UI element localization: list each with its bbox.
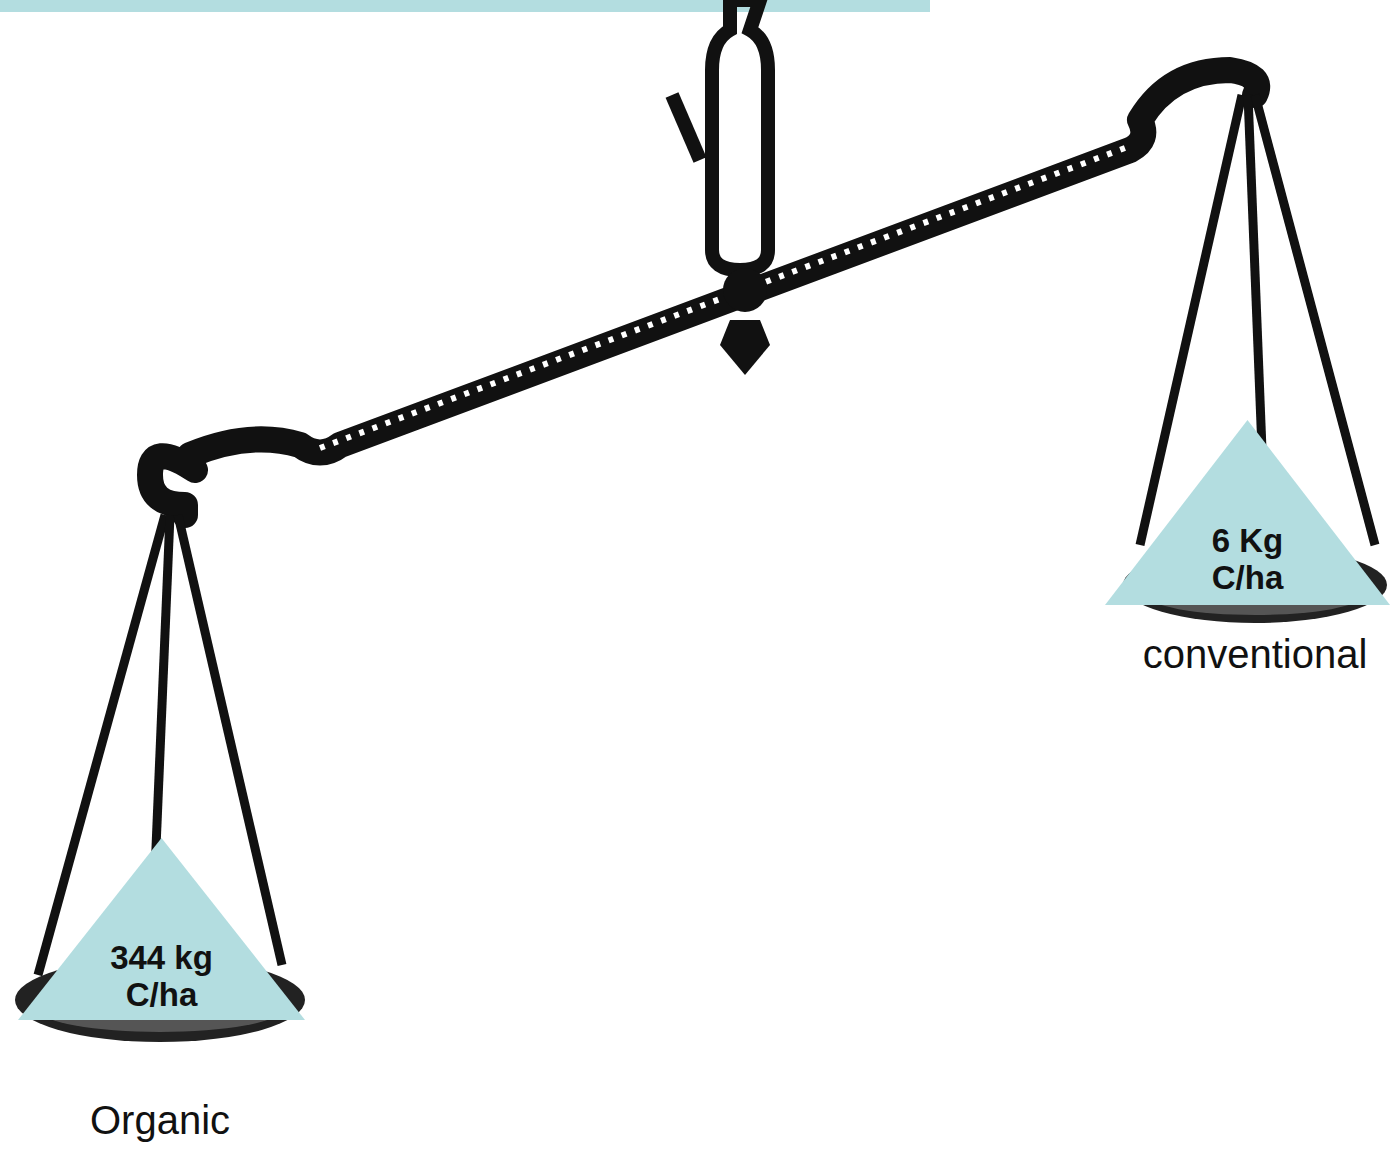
- triangle-node: 344 kg C/ha: [18, 838, 305, 1020]
- hanger: [712, 0, 768, 270]
- node-value: 6 Kg C/ha: [1173, 523, 1323, 597]
- pointer: [672, 95, 700, 160]
- pan-label: conventional: [1143, 632, 1368, 677]
- pivot: [723, 268, 767, 312]
- beam: [150, 70, 1257, 515]
- triangle-fill: [1105, 420, 1390, 605]
- title-bar: [0, 0, 930, 12]
- beam-hatching: [320, 148, 1125, 448]
- pivot-knob: [720, 320, 770, 375]
- triangle-fill: [18, 838, 305, 1020]
- pan-label: Organic: [90, 1098, 230, 1143]
- triangle-node: 6 Kg C/ha: [1105, 420, 1390, 605]
- node-value: 344 kg C/ha: [87, 940, 237, 1014]
